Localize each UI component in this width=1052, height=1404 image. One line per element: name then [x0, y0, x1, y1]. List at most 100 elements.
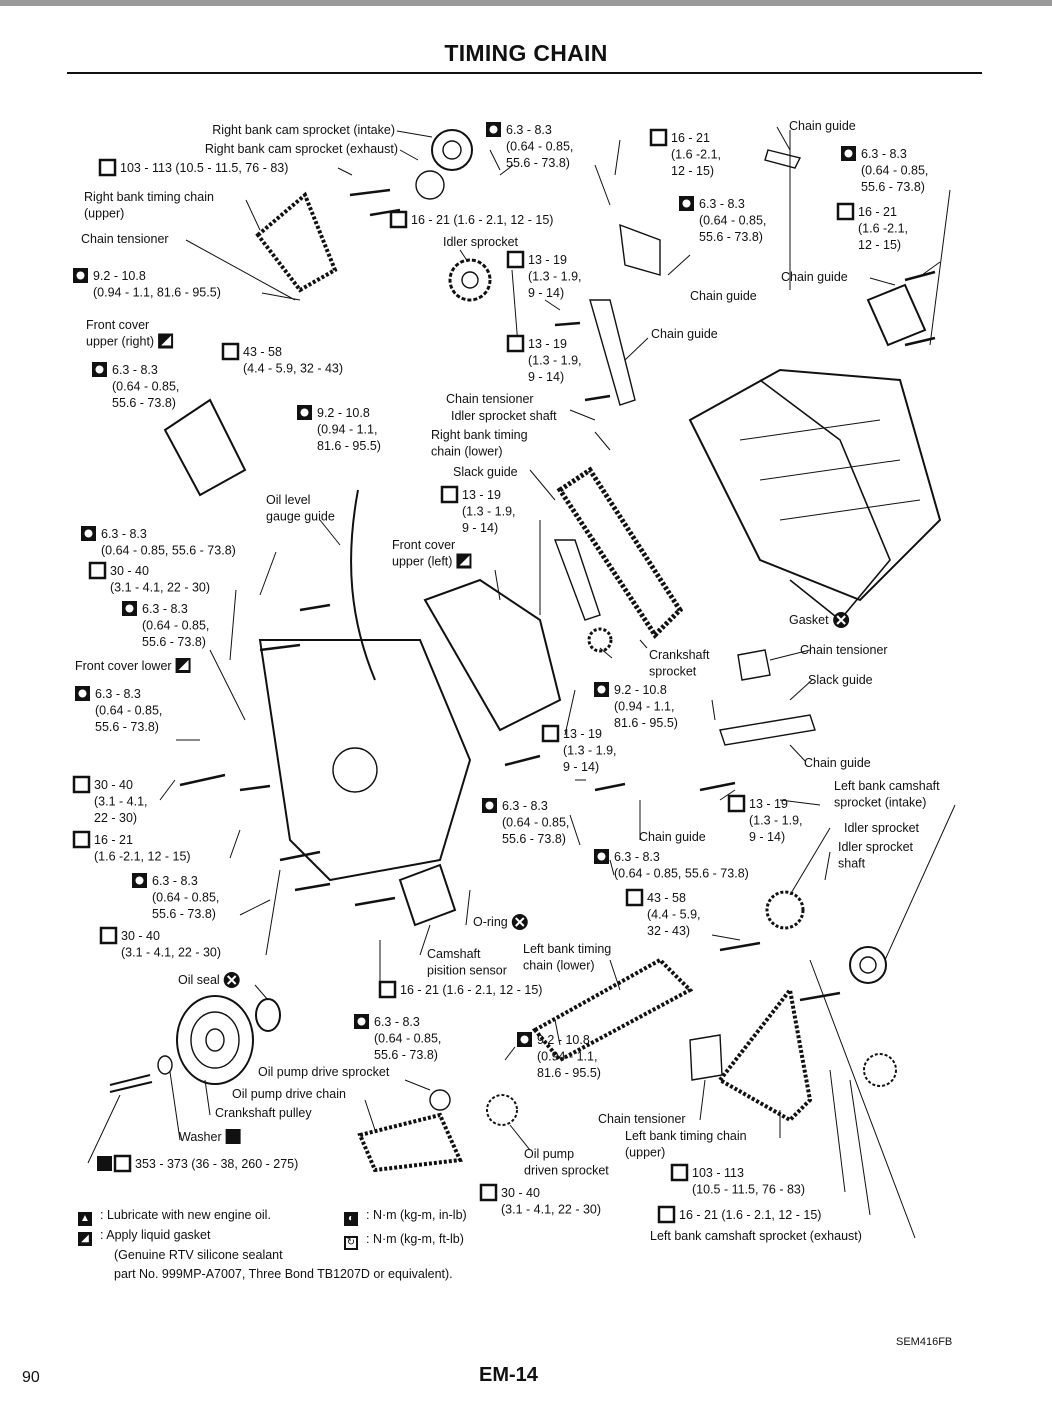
- chain-guide-top-piece: [764, 149, 802, 169]
- ft-symbol-icon: [440, 485, 459, 504]
- label-t-16-21-a: 16 - 21 (1.6 - 2.1, 12 - 15): [389, 210, 553, 229]
- label-oil-seal: Oil seal: [178, 972, 240, 988]
- label-chain-guide-lb: Chain guide: [804, 756, 871, 770]
- label-line: Chain guide: [690, 289, 757, 303]
- label-line: 6.3 - 8.3: [95, 687, 141, 701]
- in-symbol-icon: [122, 601, 137, 616]
- figure-code: SEM416FB: [896, 1336, 953, 1348]
- in-symbol-icon: [297, 405, 312, 420]
- legend-oil-row: ▲: Lubricate with new engine oil.: [78, 1206, 718, 1226]
- label-line: (0.64 - 0.85,: [861, 164, 928, 178]
- label-line: 353 - 373 (36 - 38, 260 - 275): [135, 1157, 298, 1171]
- label-line: Left bank timing: [523, 942, 611, 956]
- in-symbol-icon: [679, 196, 694, 211]
- label-line: pisition sensor: [427, 964, 507, 978]
- ft-symbol-icon: [506, 334, 525, 353]
- label-t-30-40-d: 30 - 40(3.1 - 4.1, 22 - 30): [479, 1183, 601, 1217]
- label-idler-sprocket-shaft-r: Idler sprocket shaft: [451, 409, 557, 423]
- label-line: (0.64 - 0.85,: [506, 140, 573, 154]
- in-symbol-icon: [354, 1014, 369, 1029]
- label-line: Idler sprocket: [838, 840, 914, 854]
- lb-lower-chain: [531, 957, 694, 1063]
- label-line: 55.6 - 73.8): [699, 230, 763, 244]
- label-t-16-21-b: 16 - 21(1.6 -2.1,12 - 15): [649, 128, 721, 178]
- chain-guide-center: [589, 299, 636, 406]
- label-line: 9.2 - 10.8: [614, 683, 667, 697]
- cylinder-block: [759, 379, 891, 622]
- idler-sprocket-top: [448, 258, 492, 302]
- legend-nm-in-text: : N·m (kg-m, in-lb): [366, 1208, 467, 1222]
- label-line: (0.64 - 0.85,: [374, 1032, 441, 1046]
- label-line: Idler sprocket shaft: [451, 409, 557, 423]
- label-t-13-19-b: 13 - 19(1.3 - 1.9,9 - 14): [506, 334, 582, 384]
- label-t-103-113-bottom: 103 - 113(10.5 - 11.5, 76 - 83): [670, 1163, 805, 1197]
- slack-guide-r-piece: [553, 539, 601, 621]
- ft-symbol-icon: [649, 128, 668, 147]
- in-symbol-icon: [517, 1032, 532, 1047]
- label-line: 13 - 19: [462, 488, 501, 502]
- label-t-63-83-c: 6.3 - 8.3(0.64 - 0.85,55.6 - 73.8): [679, 196, 766, 244]
- label-line: 6.3 - 8.3: [112, 363, 158, 377]
- label-line: (0.64 - 0.85,: [95, 704, 162, 718]
- label-lb-camshaft-exhaust: Left bank camshaft sprocket (exhaust): [650, 1229, 862, 1243]
- rb-cam-sprocket-exhaust: [415, 170, 445, 200]
- label-t-16-21-f: 16 - 21 (1.6 - 2.1, 12 - 15): [657, 1205, 821, 1224]
- label-line: 16 - 21: [858, 205, 897, 219]
- label-line: sprocket: [649, 665, 697, 679]
- label-t-103-113-top: 103 - 113 (10.5 - 11.5, 76 - 83): [98, 158, 288, 177]
- label-line: 103 - 113: [692, 1166, 744, 1180]
- legend: ▲: Lubricate with new engine oil. ◢: App…: [78, 1206, 718, 1284]
- legend-gasket-note-1: (Genuine RTV silicone sealant: [114, 1248, 283, 1262]
- label-line: 6.3 - 8.3: [374, 1015, 420, 1029]
- label-line: (0.94 - 1.1,: [317, 423, 377, 437]
- label-line: (1.6 -2.1,: [671, 148, 721, 162]
- label-line: (4.4 - 5.9, 32 - 43): [243, 362, 343, 376]
- in-symbol-icon: [75, 686, 90, 701]
- label-t-13-19-c: 13 - 19(1.3 - 1.9,9 - 14): [440, 485, 516, 535]
- in-symbol-icon: [594, 849, 609, 864]
- label-t-63-83-f: 6.3 - 8.3(0.64 - 0.85,55.6 - 73.8): [122, 601, 209, 649]
- label-line: gauge guide: [266, 510, 335, 524]
- label-line: 55.6 - 73.8): [142, 635, 206, 649]
- in-symbol-icon: [81, 526, 96, 541]
- label-line: Chain guide: [789, 119, 856, 133]
- label-line: 103 - 113 (10.5 - 11.5, 76 - 83): [120, 161, 288, 175]
- label-t-63-83-a: 6.3 - 8.3(0.64 - 0.85,55.6 - 73.8): [92, 362, 179, 410]
- legend-gasket-text: : Apply liquid gasket: [100, 1228, 211, 1242]
- label-line: Camshaft: [427, 947, 481, 961]
- label-line: Chain tensioner: [446, 392, 534, 406]
- label-line: 6.3 - 8.3: [614, 850, 660, 864]
- lb-upper-chain: [717, 985, 813, 1123]
- label-line: Front cover: [86, 318, 149, 332]
- label-line: (3.1 - 4.1, 22 - 30): [501, 1203, 601, 1217]
- label-line: Chain tensioner: [800, 643, 888, 657]
- label-line: (upper): [625, 1146, 665, 1160]
- label-line: Oil seal: [178, 973, 220, 987]
- rb-cam-sprocket-intake: [431, 129, 473, 171]
- label-line: 9.2 - 10.8: [537, 1033, 590, 1047]
- section-code: EM-14: [479, 1364, 538, 1386]
- label-oil-pump-drive-sprocket: Oil pump drive sprocket: [258, 1065, 390, 1079]
- label-line: Chain tensioner: [81, 232, 169, 246]
- label-line: 6.3 - 8.3: [699, 197, 745, 211]
- crank-bolt: [109, 1074, 153, 1093]
- top-border: [0, 0, 1052, 6]
- label-line: Chain tensioner: [598, 1112, 686, 1126]
- label-idler-sprocket-top: Idler sprocket: [443, 235, 519, 249]
- label-lb-timing-upper: Left bank timing chain(upper): [625, 1129, 747, 1160]
- ft-symbol-icon: [541, 724, 560, 743]
- label-line: (1.3 - 1.9,: [749, 814, 803, 828]
- label-line: (1.3 - 1.9,: [462, 505, 516, 519]
- label-line: Left bank camshaft sprocket (exhaust): [650, 1229, 862, 1243]
- label-line: 30 - 40: [121, 929, 160, 943]
- in-symbol-icon: [594, 682, 609, 697]
- label-idler-sprocket-l: Idler sprocket: [844, 821, 920, 835]
- label-line: (0.64 - 0.85,: [142, 619, 209, 633]
- label-line: upper (left): [392, 555, 452, 569]
- ft-symbol-icon: [72, 775, 91, 794]
- label-line: 55.6 - 73.8): [95, 720, 159, 734]
- label-slack-guide-r: Slack guide: [453, 465, 518, 479]
- label-t-30-40-b: 30 - 40(3.1 - 4.1,22 - 30): [72, 775, 148, 825]
- ft-symbol-icon: [506, 250, 525, 269]
